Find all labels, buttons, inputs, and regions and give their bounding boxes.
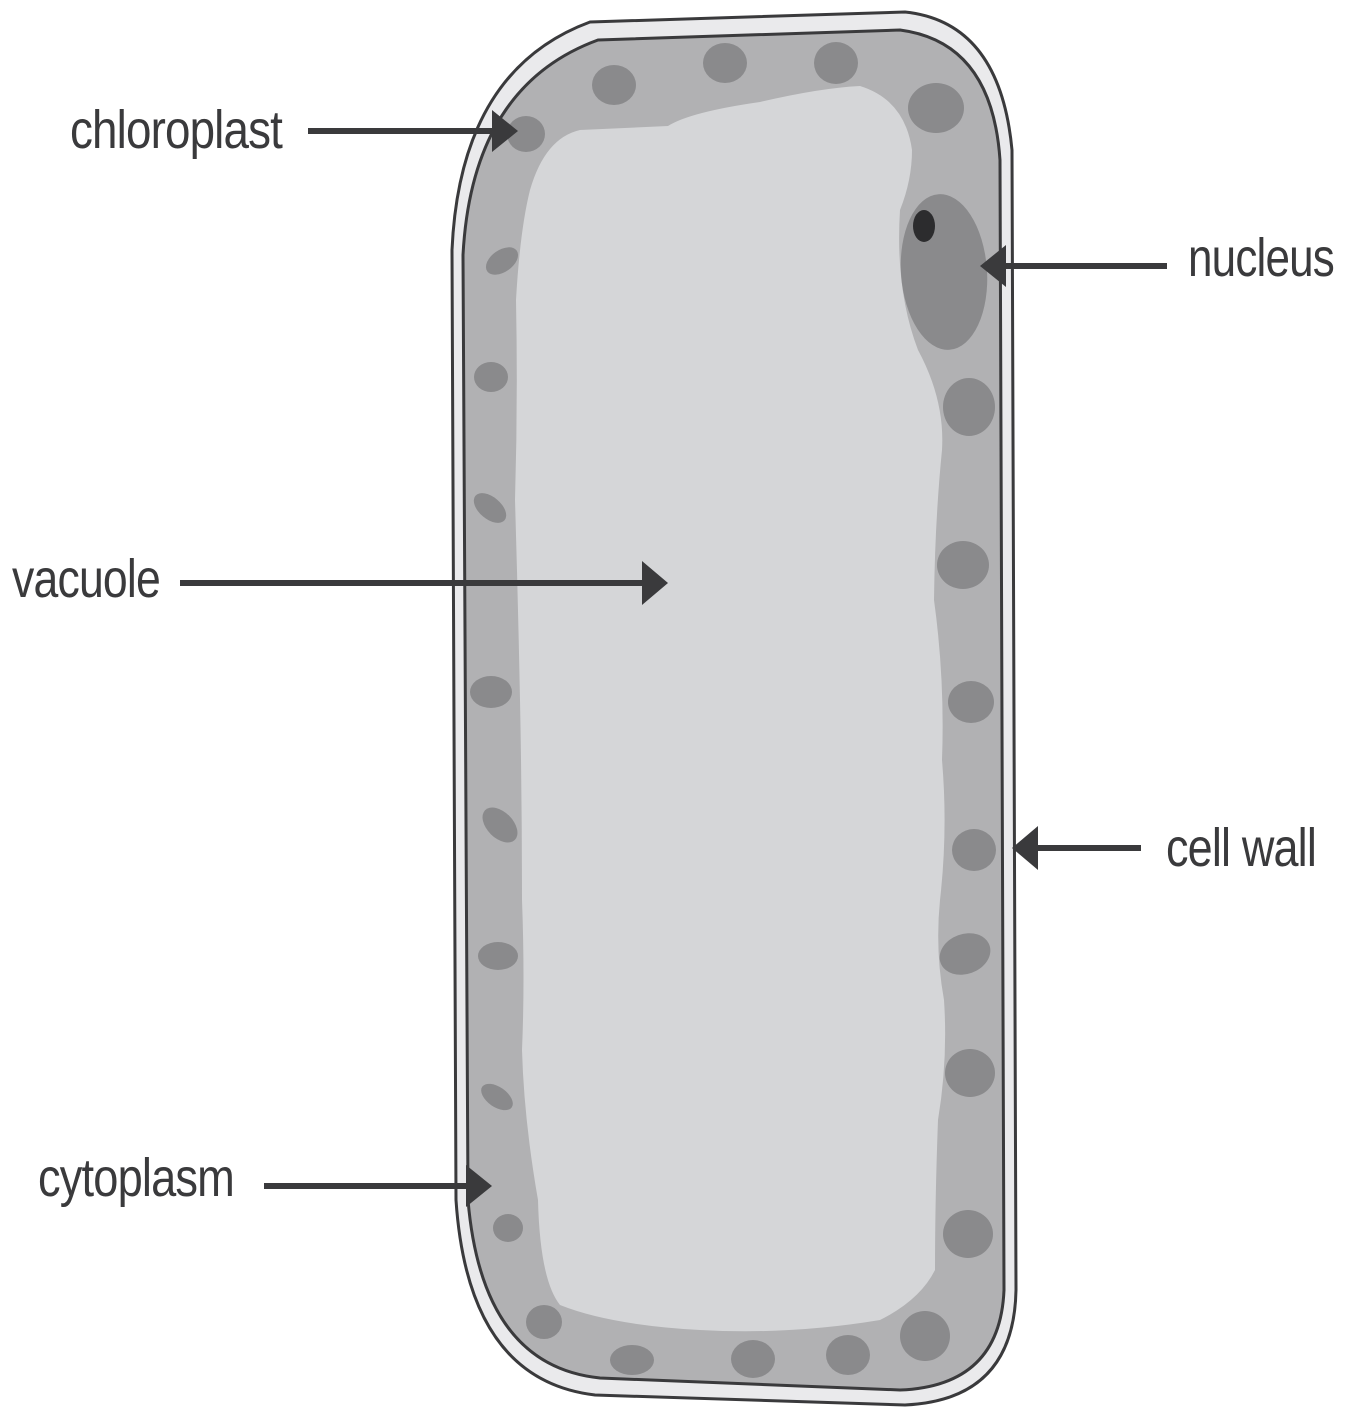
chloroplast bbox=[943, 1210, 993, 1258]
chloroplast bbox=[900, 1311, 950, 1361]
label-cytoplasm: cytoplasm bbox=[38, 1148, 234, 1208]
chloroplast bbox=[470, 676, 512, 708]
vacuole bbox=[515, 86, 945, 1331]
chloroplast bbox=[474, 362, 508, 392]
label-chloroplast: chloroplast bbox=[70, 100, 283, 160]
label-nucleus: nucleus bbox=[1188, 228, 1334, 288]
chloroplast bbox=[952, 829, 996, 871]
chloroplast bbox=[731, 1340, 775, 1378]
chloroplast bbox=[493, 1214, 523, 1242]
chloroplast bbox=[703, 43, 747, 83]
chloroplast bbox=[526, 1305, 562, 1339]
cell-wall-arrow bbox=[1012, 826, 1141, 870]
chloroplast bbox=[826, 1335, 870, 1375]
label-vacuole: vacuole bbox=[12, 549, 160, 609]
chloroplast bbox=[814, 42, 858, 84]
chloroplast bbox=[610, 1345, 654, 1375]
label-cell-wall: cell wall bbox=[1166, 818, 1316, 878]
chloroplast bbox=[945, 1049, 995, 1097]
chloroplast bbox=[592, 65, 636, 105]
nucleolus bbox=[913, 210, 935, 242]
chloroplast bbox=[948, 681, 994, 723]
chloroplast bbox=[478, 942, 518, 970]
chloroplast bbox=[908, 83, 964, 133]
chloroplast bbox=[943, 378, 995, 436]
chloroplast bbox=[937, 541, 989, 589]
